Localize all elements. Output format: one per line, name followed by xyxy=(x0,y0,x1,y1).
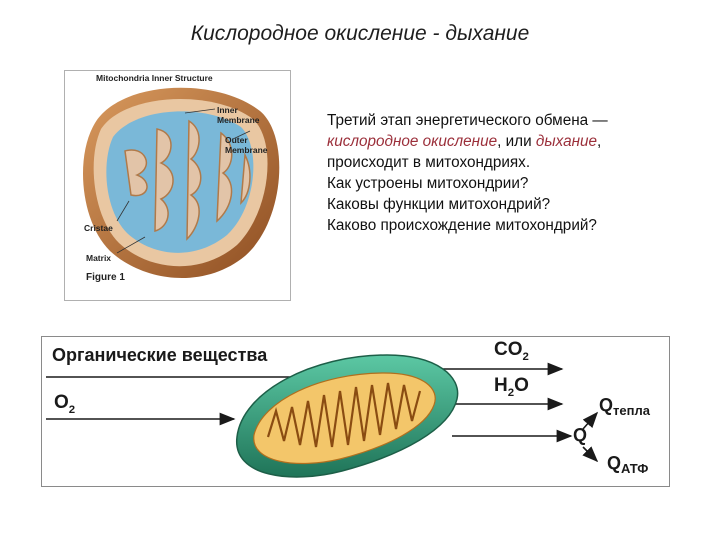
text-line-6: Каково происхождение митохондрий? xyxy=(327,217,597,234)
text-line-2-mid: , или xyxy=(497,133,536,150)
cristae-label: Cristae xyxy=(84,223,113,233)
figure1-heading: Mitochondria Inner Structure xyxy=(96,73,213,83)
text-line-5: Каковы функции митохондрий? xyxy=(327,196,551,213)
text-line-2: кислородное окисление, или дыхание, xyxy=(327,131,697,152)
figure1-caption: Figure 1 xyxy=(86,272,125,283)
inner-membrane-label: Inner Membrane xyxy=(217,105,260,125)
term-oxygen-oxidation: кислородное окисление xyxy=(327,133,498,150)
heat-arrow xyxy=(582,411,599,430)
h2o-label: H2O xyxy=(494,375,529,399)
matrix-label: Matrix xyxy=(86,253,112,263)
slide-title: Кислородное окисление - дыхание xyxy=(190,22,530,45)
heat-subscript: тепла xyxy=(613,403,650,418)
oxygen-symbol: O xyxy=(54,392,69,413)
co2-symbol: CO xyxy=(494,339,523,360)
intro-text: Третий этап энергетического обмена — кис… xyxy=(327,110,697,236)
h2o-oxygen: O xyxy=(514,375,529,396)
text-line-2-end: , xyxy=(597,133,602,150)
heat-q-symbol: Q xyxy=(599,395,614,415)
respiration-diagram: Органические вещества O2 CO2 H2O Q Qтепл… xyxy=(41,336,670,487)
text-line-3: происходит в митохондриях. xyxy=(327,154,531,171)
heat-energy-label: Qтепла xyxy=(599,395,650,418)
term-respiration: дыхание xyxy=(535,133,598,150)
h2o-hydrogen: H xyxy=(494,375,508,396)
text-line-4: Как устроены митохондрии? xyxy=(327,175,529,192)
atp-q-symbol: Q xyxy=(607,453,622,473)
mitochondrion-illustration xyxy=(236,354,459,478)
atp-arrow xyxy=(582,446,599,463)
organic-substances-label: Органические вещества xyxy=(52,345,268,365)
atp-energy-label: QАТФ xyxy=(607,453,648,476)
text-line-1: Третий этап энергетического обмена — xyxy=(327,112,608,129)
oxygen-label: O2 xyxy=(54,392,75,416)
co2-subscript: 2 xyxy=(522,350,529,363)
mitochondrion-cutaway-illustration xyxy=(83,87,280,279)
oxygen-subscript: 2 xyxy=(68,403,76,416)
outer-membrane-label: Outer Membrane xyxy=(225,135,268,155)
h2o-subscript: 2 xyxy=(507,386,515,399)
co2-label: CO2 xyxy=(494,339,529,363)
respiration-diagram-graphics xyxy=(46,354,599,478)
atp-subscript: АТФ xyxy=(621,461,649,476)
mitochondria-inner-structure-figure: Mitochondria Inner Structure Inner Membr… xyxy=(64,70,291,301)
energy-q-label: Q xyxy=(573,425,588,445)
